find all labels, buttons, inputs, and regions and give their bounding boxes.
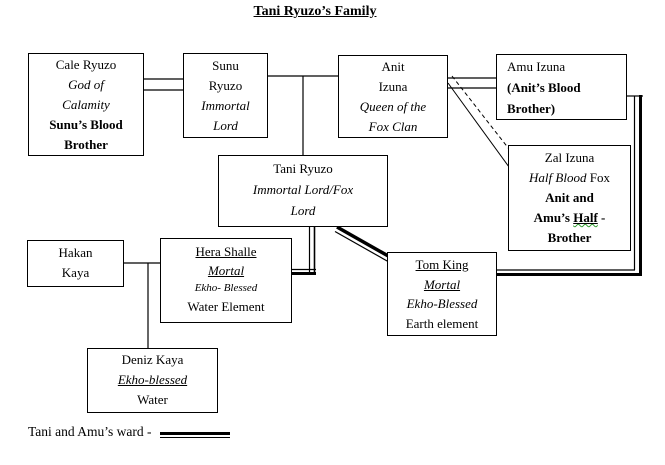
diagram-title: Tani Ryuzo’s Family: [253, 4, 377, 19]
person-relation: Brother: [64, 137, 108, 152]
person-status: Mortal: [423, 276, 461, 292]
person-status: Mortal: [207, 263, 245, 278]
person-blessing: Ekho-Blessed: [406, 296, 478, 311]
person-name: Deniz Kaya: [121, 352, 184, 367]
person-title: Lord: [213, 118, 238, 133]
person-title: Queen of the: [359, 99, 427, 114]
family-box-hera-shalle: Hera Shalle Mortal Ekho- Blessed Water E…: [160, 238, 292, 323]
person-relation: (Anit’s Blood: [507, 80, 581, 95]
ward-line-sample: [159, 432, 230, 438]
connector-anit-zal-solid: [447, 82, 510, 168]
person-name: Anit: [381, 59, 405, 74]
legend: Tani and Amu’s ward -: [28, 424, 230, 440]
family-box-zal-izuna: Zal Izuna Half Blood Fox Anit and Amu’s …: [508, 145, 631, 251]
person-name: Tani Ryuzo: [273, 161, 333, 176]
family-box-hakan-kaya: Hakan Kaya: [27, 240, 124, 287]
person-name: Ryuzo: [208, 78, 243, 93]
person-name: Hakan: [58, 245, 93, 260]
person-relation: Brother: [547, 230, 592, 245]
person-relation: Amu’s Half -: [533, 210, 606, 225]
person-relation: Sunu’s Blood: [49, 117, 123, 132]
family-box-amu-izuna: Amu Izuna (Anit’s Blood Brother): [496, 54, 627, 120]
family-box-sunu-ryuzo: Sunu Ryuzo Immortal Lord: [183, 53, 268, 138]
person-title: Half Blood Fox: [529, 170, 610, 185]
connector-anit-zal-dashed: [451, 75, 510, 150]
person-blessing: Ekho- Blessed: [194, 282, 258, 294]
spellcheck-squiggle: Half: [573, 210, 598, 225]
person-title: Fox Clan: [368, 119, 418, 134]
person-blessing: Ekho-blessed: [117, 372, 188, 387]
family-box-cale-ryuzo: Cale Ryuzo God of Calamity Sunu’s Blood …: [28, 53, 144, 156]
person-relation: Brother): [507, 101, 556, 116]
person-element: Earth element: [405, 315, 479, 331]
family-box-anit-izuna: Anit Izuna Queen of the Fox Clan: [338, 55, 448, 138]
person-name: Sunu: [212, 58, 239, 73]
family-box-deniz-kaya: Deniz Kaya Ekho-blessed Water: [87, 348, 218, 413]
person-name: Tom King: [415, 257, 469, 272]
person-title: Immortal Lord/Fox: [252, 182, 354, 197]
connector-tani-tom-ward-thick: [336, 225, 391, 259]
person-element: Water: [137, 392, 168, 407]
family-box-tom-king: Tom King Mortal Ekho-Blessed Earth eleme…: [387, 252, 497, 336]
person-title: Lord: [290, 203, 316, 218]
person-name: Kaya: [61, 265, 90, 280]
person-relation: Anit and: [545, 190, 594, 205]
person-element: Water Element: [187, 299, 265, 314]
person-title: Immortal: [201, 98, 250, 113]
person-title: Calamity: [62, 97, 110, 112]
family-box-tani-ryuzo: Tani Ryuzo Immortal Lord/Fox Lord: [218, 155, 388, 227]
person-title: God of: [68, 77, 104, 92]
legend-label: Tani and Amu’s ward -: [28, 424, 152, 439]
person-name: Cale Ryuzo: [55, 57, 117, 72]
connector-tani-tom-ward-thin: [334, 230, 389, 263]
person-name: Amu Izuna: [507, 59, 566, 74]
person-name: Izuna: [378, 79, 408, 94]
person-name: Zal Izuna: [544, 150, 595, 165]
person-name: Hera Shalle: [195, 244, 257, 259]
